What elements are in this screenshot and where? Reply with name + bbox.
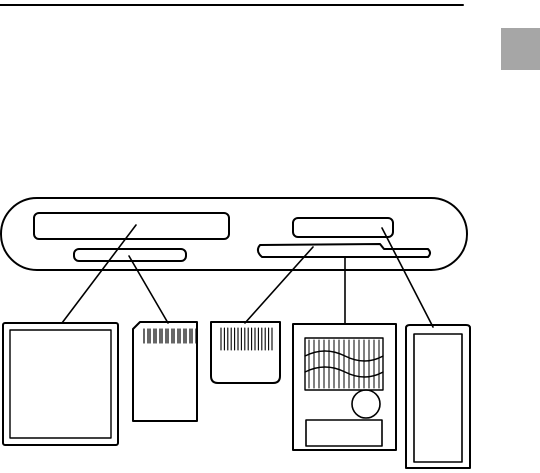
leader-sd	[129, 256, 168, 323]
smartmedia-card	[293, 324, 396, 450]
sd-card	[133, 322, 197, 421]
memory-card-small	[211, 322, 280, 383]
card-reader-body	[1, 198, 467, 270]
slot-memory-stick	[293, 218, 393, 237]
leader-lines	[62, 225, 433, 327]
memory-stick	[406, 325, 470, 468]
slot-compactflash	[34, 213, 229, 239]
write-protect-circle	[352, 390, 380, 418]
slot-smartmedia	[258, 244, 430, 257]
leader-memory-stick	[382, 228, 433, 327]
leader-small-card	[245, 247, 313, 323]
compactflash-card	[3, 323, 118, 445]
label-area	[306, 420, 382, 446]
